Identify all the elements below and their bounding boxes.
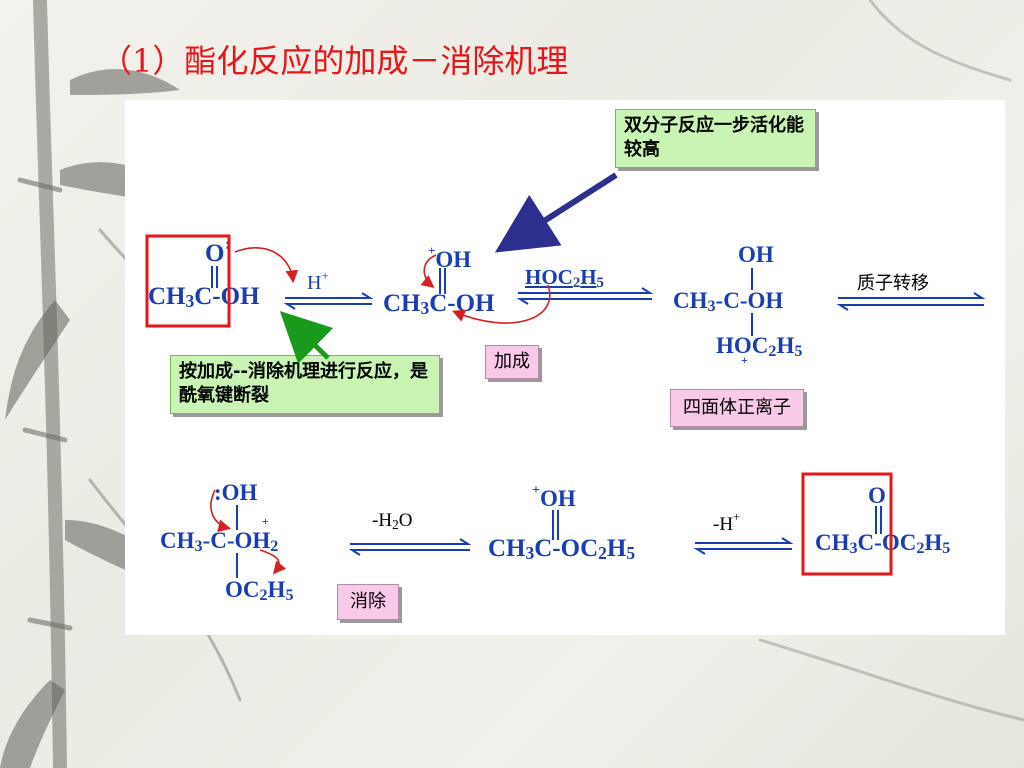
tetrahedral-structure: CH3-C-OH	[673, 288, 784, 315]
elimination-label: 消除	[337, 584, 399, 621]
bimolecular-callout: 双分子反应一步活化能较高	[615, 109, 816, 168]
mechanism-callout: 按加成--消除机理进行反应，是酰氧键断裂	[170, 355, 440, 414]
h-plus-reagent: H+	[307, 268, 329, 294]
tetrahedral-oh-top: OH	[738, 242, 774, 267]
intermediate-oh-top: :OH	[214, 480, 258, 505]
proton-transfer-label: 质子转移	[857, 273, 929, 294]
intermediate-oc2h5: OC2H5	[225, 577, 294, 604]
ester-bond-highlight	[801, 472, 893, 576]
addition-label: 加成	[485, 345, 539, 380]
carbonyl-oxygen-1: O	[205, 240, 225, 267]
minus-water-label: -H2O	[372, 510, 413, 532]
protonated-ester-structure: CH3C-OC2H5	[488, 535, 636, 563]
acid-bond-highlight	[145, 234, 231, 328]
intermediate-structure: CH3-C-OH2	[160, 528, 279, 555]
tetrahedral-plus: +	[741, 353, 748, 367]
acetic-acid-structure: CH3C-OH	[148, 283, 260, 311]
page-title: （1）酯化反应的加成－消除机理	[100, 42, 569, 80]
tetrahedral-cation-label: 四面体正离子	[670, 389, 804, 428]
protonated-ester-oh: +OH	[532, 483, 576, 511]
ethanol-reagent: HOC2H5	[525, 265, 604, 291]
ester-carbonyl-oxygen: O	[868, 483, 886, 508]
tetrahedral-oc2h5: HOC2H5	[716, 333, 803, 360]
minus-proton-label: -H+	[713, 510, 741, 535]
intermediate-plus: +	[262, 514, 269, 528]
ethyl-acetate-structure: CH3C-OC2H5	[815, 530, 951, 557]
protonated-oh-1: +OH	[428, 243, 472, 272]
